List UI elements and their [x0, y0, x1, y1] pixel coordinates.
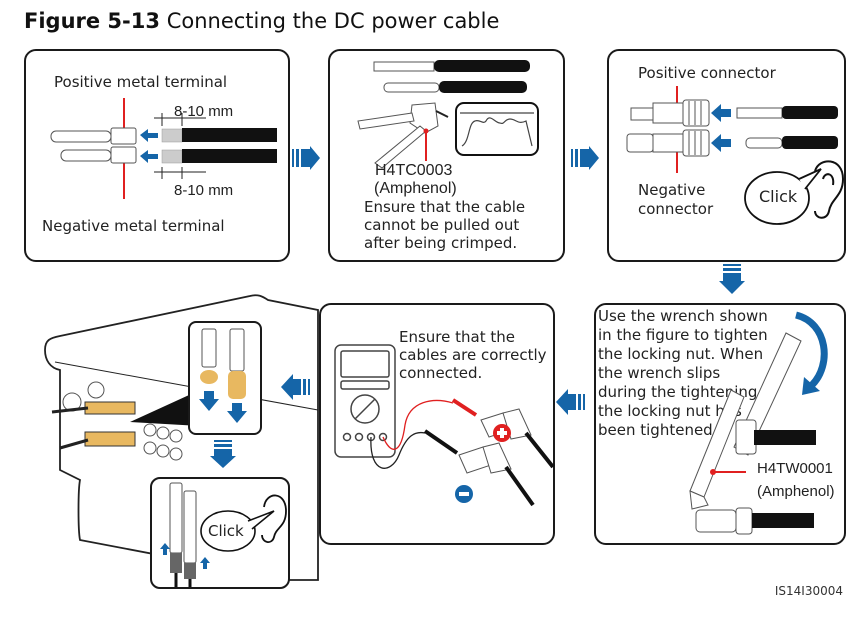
negative-pv-connector [458, 442, 512, 474]
negative-metal-terminal [60, 146, 137, 164]
negative-terminal-label: Negative metal terminal [42, 217, 225, 235]
black-probe [423, 429, 459, 455]
negative-connector [626, 129, 710, 157]
positive-connector-label: Positive connector [638, 64, 776, 82]
positive-metal-terminal [50, 127, 137, 145]
cable-top [754, 430, 816, 445]
step-panel-tighten-nut: Use the wrench shown in the figure to ti… [594, 303, 846, 545]
crimp-illustration [357, 60, 539, 169]
step-panel-strip-wire: Positive metal terminal 8-10 mm 8-10 mm … [24, 49, 290, 262]
up-arrow-icon [200, 557, 210, 569]
figure-caption: Connecting the DC power cable [166, 9, 500, 33]
red-probe [451, 398, 478, 417]
figure-title: Figure 5-13 Connecting the DC power cabl… [24, 9, 499, 33]
crimp-die-detail-inset [455, 102, 539, 156]
step-panel-insert-connector: Positive connector Negative connector [607, 49, 846, 262]
red-probe-lead [382, 399, 454, 450]
zoom-callout-wedge [130, 390, 200, 426]
cap-icon [228, 371, 246, 399]
terminal-cables [373, 60, 530, 93]
connector-illustration [626, 86, 845, 225]
strip-length-bottom-label: 8-10 mm [174, 182, 234, 199]
ear-icon [814, 160, 845, 219]
figure-number: Figure 5-13 [24, 9, 160, 33]
connect-click-illustration [160, 482, 287, 587]
tighten-instruction-text: Use the wrench shown in the figure to ti… [598, 307, 768, 439]
step-arrow-right-icon [571, 146, 599, 170]
negative-symbol-icon [455, 485, 473, 503]
negative-connector-label-line2: connector [638, 200, 714, 218]
wrench-model-label: H4TW0001 [757, 460, 833, 477]
crimp-note-label: Ensure that the cable cannot be pulled o… [364, 198, 526, 252]
step-panel-crimp: H4TC0003 (Amphenol) Ensure that the cabl… [328, 49, 565, 262]
down-arrow-icon [227, 403, 247, 423]
inset-remove-caps [188, 321, 262, 435]
connector-bottom [695, 507, 753, 535]
inset-click-connect: Click [150, 477, 290, 589]
strip-wire-illustration [50, 98, 277, 199]
multimeter-illustration [334, 344, 555, 507]
step-arrow-right-icon [292, 146, 320, 170]
strip-length-top-label: 8-10 mm [174, 103, 234, 120]
step-arrow-left-icon [556, 389, 585, 415]
click-label: Click [208, 522, 244, 540]
ear-icon [261, 494, 287, 543]
step-panel-check-polarity: Ensure that the cables are correctly con… [319, 303, 555, 545]
click-speech-bubble [744, 168, 822, 225]
stripped-conductor [161, 128, 183, 164]
wrench-back [733, 332, 802, 456]
crimping-tool-icon [357, 102, 439, 169]
insert-arrow-icon [711, 104, 731, 152]
tighten-instruction-label: Use the wrench shown in the figure to ti… [598, 307, 770, 440]
cable-insulation [182, 128, 277, 163]
wrench-front [689, 389, 745, 510]
crimped-cables [736, 106, 838, 149]
negative-connector-label-line1: Negative [638, 181, 706, 199]
remove-caps-illustration [199, 328, 247, 423]
dimension-lines [154, 113, 206, 179]
rotation-arrow-icon [794, 311, 828, 388]
cap-icon [200, 370, 218, 384]
insert-arrow-icon [140, 129, 158, 163]
black-probe-lead [370, 431, 426, 469]
positive-terminal-label: Positive metal terminal [54, 73, 228, 91]
click-speech-bubble [200, 510, 275, 552]
polarity-note-label: Ensure that the cables are correctly con… [399, 328, 547, 382]
multimeter-icon [334, 344, 396, 458]
positive-symbol-icon [493, 424, 511, 442]
connected-dc-connectors [51, 401, 136, 450]
up-arrow-icon [160, 543, 170, 555]
inverter-ports [62, 381, 183, 461]
step-arrow-down-icon [719, 264, 745, 294]
step-arrow-left-icon [281, 374, 310, 400]
wrench-brand-label: (Amphenol) [757, 483, 835, 500]
click-label: Click [759, 187, 798, 206]
crimp-tool-model-label: H4TC0003 [375, 162, 453, 179]
crimp-tool-brand-label: (Amphenol) [374, 180, 457, 197]
image-id-label: IS14I30004 [774, 584, 843, 598]
down-arrow-icon [199, 391, 219, 411]
step-arrow-down-icon [210, 440, 236, 468]
wrench-illustration [689, 311, 828, 535]
positive-connector [630, 99, 710, 127]
